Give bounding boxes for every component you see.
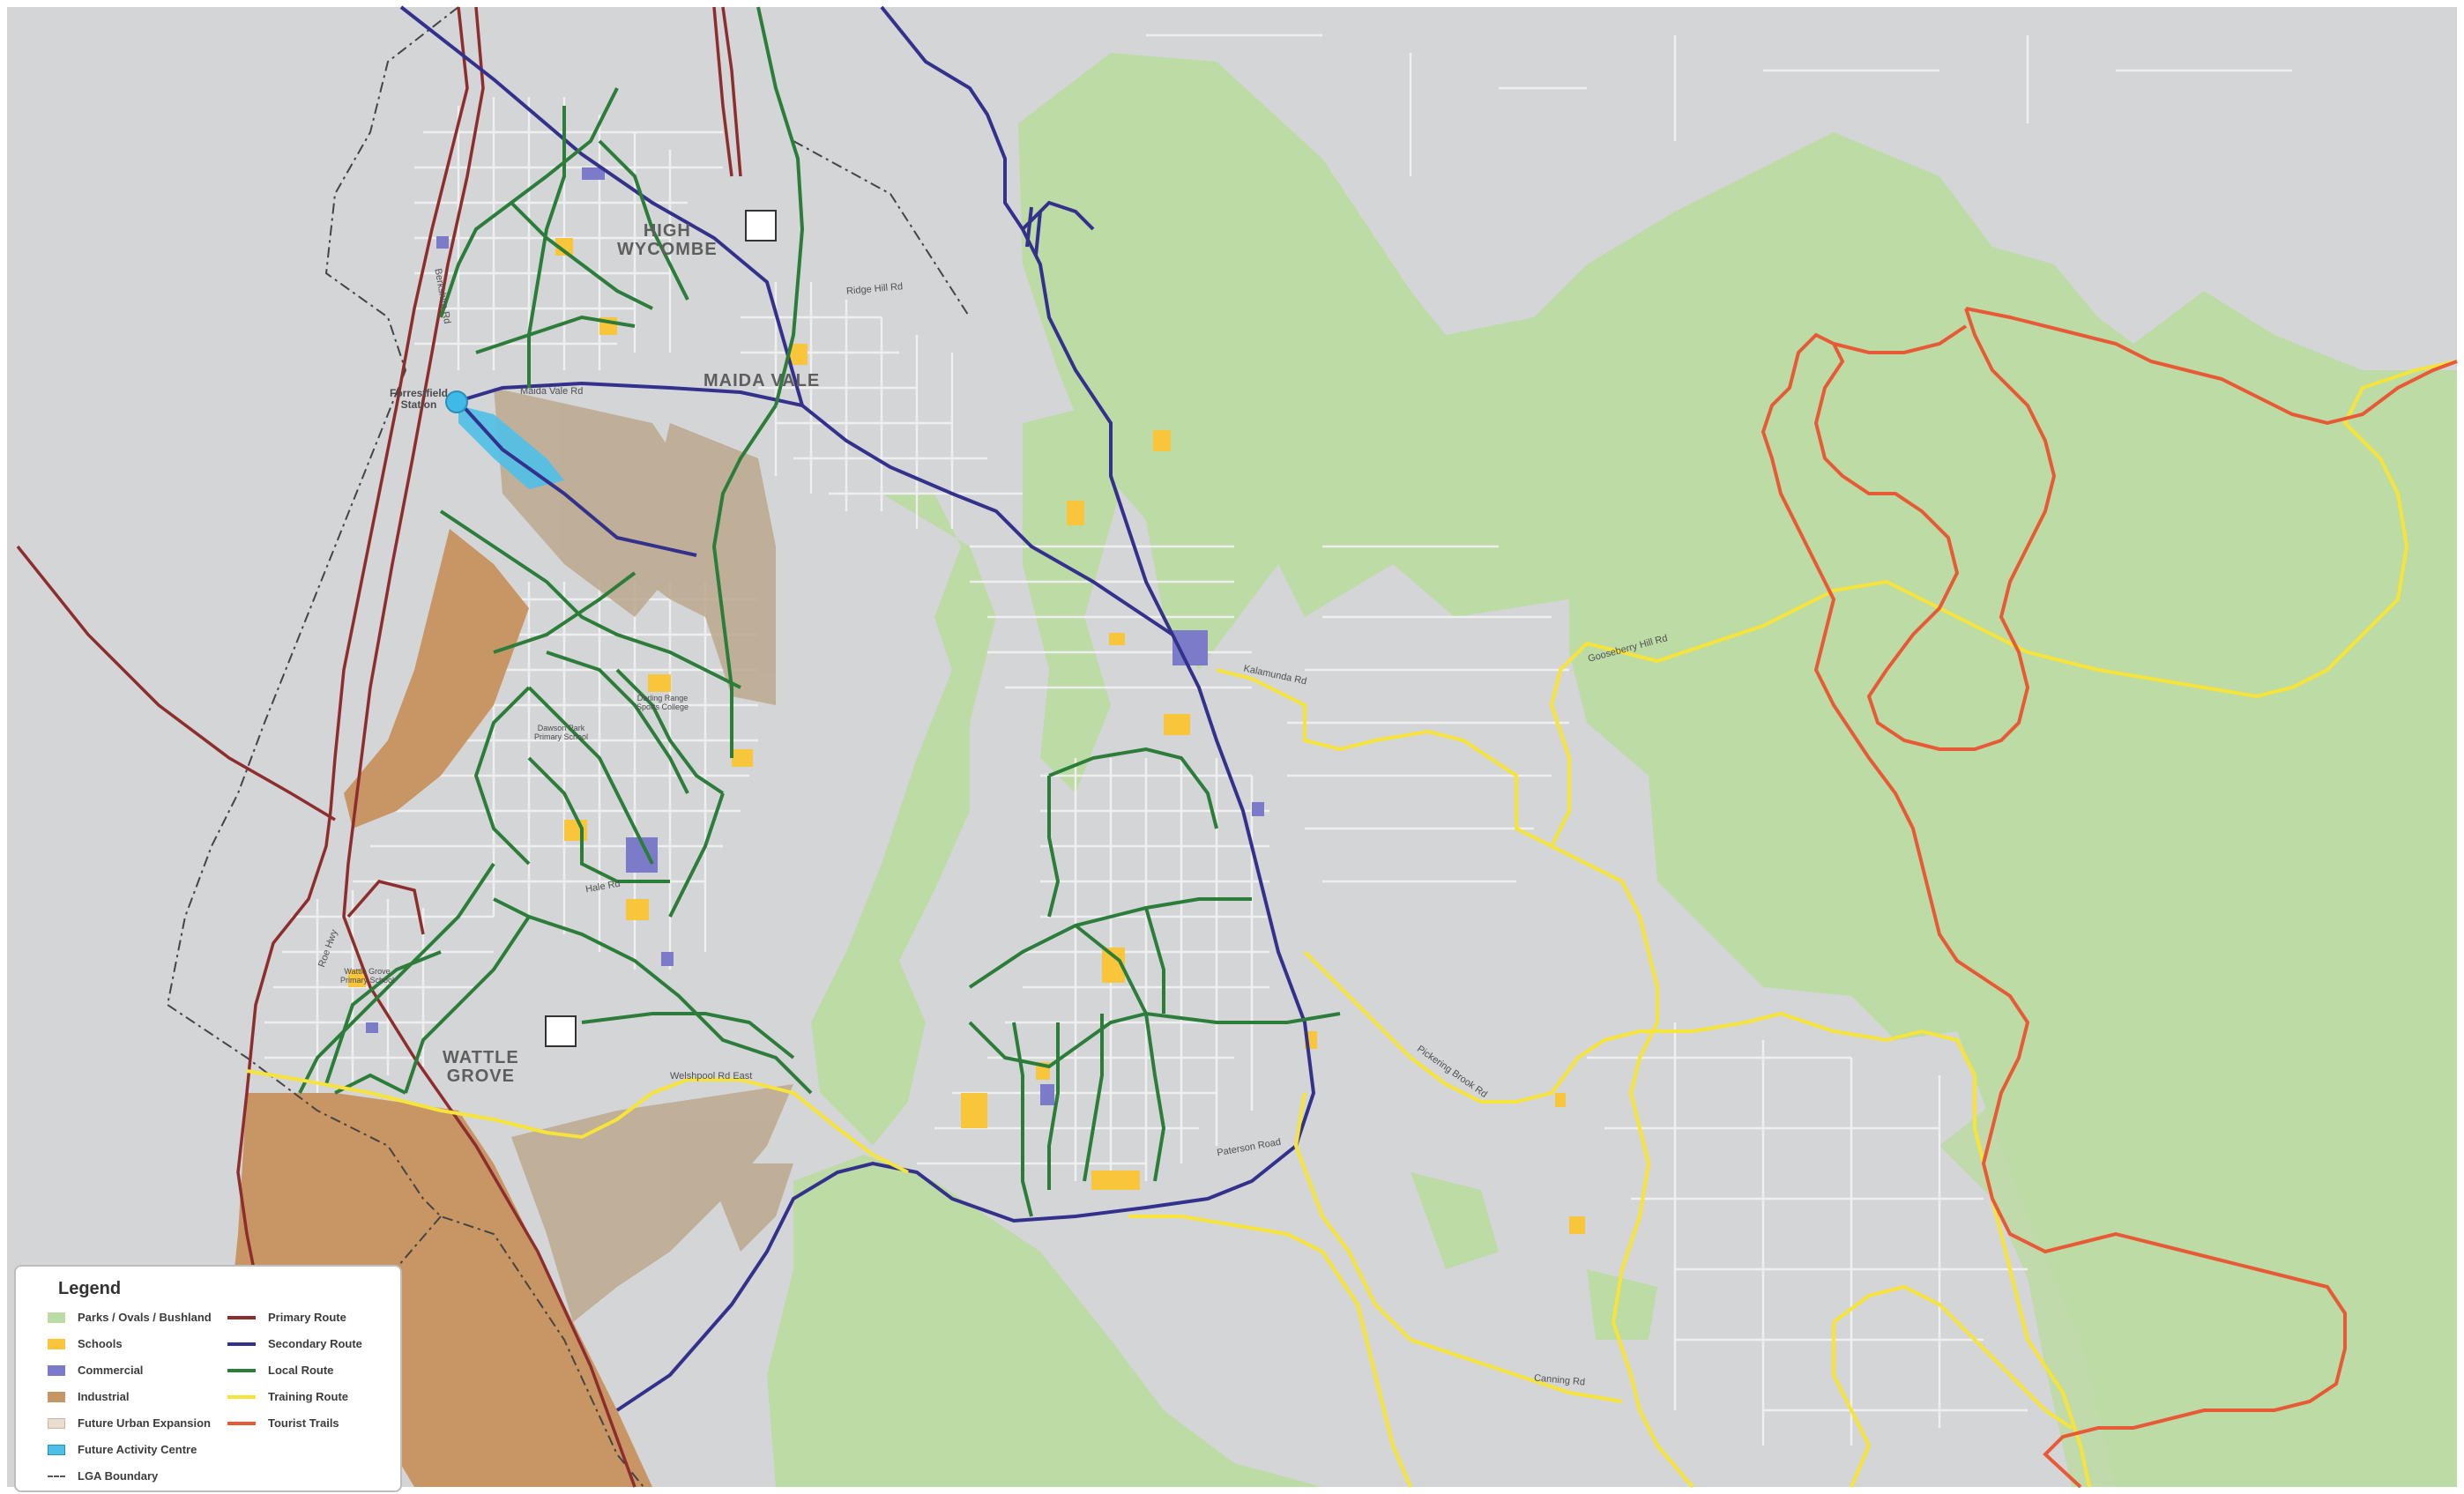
legend-label: Local Route [268, 1364, 334, 1377]
tourist-trails [1761, 307, 2458, 1489]
commercial-swatch [48, 1364, 65, 1376]
future-urban-swatch [48, 1417, 65, 1429]
legend-label: Tourist Trails [268, 1416, 339, 1430]
legend-label: LGA Boundary [78, 1469, 159, 1483]
road-label: Maida Vale Rd [520, 386, 584, 397]
legend-item-primary-route: Primary Route [227, 1311, 346, 1324]
schools-swatch [48, 1338, 65, 1349]
local-route-swatch [227, 1368, 256, 1372]
future-activity-centre [458, 405, 564, 489]
place-label-wattle-grove: WATTLE GROVE [443, 1048, 519, 1086]
local-routes [298, 6, 1341, 1217]
school-label-wattle-grove: Wattle Grove Primary School [340, 967, 395, 985]
place-label-high-wycombe: HIGH WYCOMBE [617, 221, 718, 259]
parks-swatch [48, 1312, 65, 1323]
legend-label: Training Route [268, 1390, 348, 1403]
street-network [264, 33, 2292, 1446]
training-route-swatch [227, 1394, 256, 1399]
school-sites [348, 238, 1585, 1234]
legend-item-commercial: Commercial [48, 1364, 143, 1377]
legend-item-parks: Parks / Ovals / Bushland [48, 1311, 212, 1324]
future-urban-expansion-areas [494, 388, 793, 1322]
golf-course-icon-south [545, 1015, 577, 1047]
training-routes [246, 360, 2458, 1489]
legend-label: Schools [78, 1337, 123, 1350]
future-activity-swatch [48, 1444, 65, 1455]
legend-item-local-route: Local Route [227, 1364, 333, 1377]
legend-label: Commercial [78, 1364, 144, 1377]
golf-course-icon-north [745, 210, 777, 242]
industrial-areas [229, 529, 652, 1487]
station-marker-icon [445, 390, 468, 413]
legend-item-lga: LGA Boundary [48, 1469, 158, 1483]
tourist-trails-swatch [227, 1421, 256, 1425]
legend-label: Secondary Route [268, 1337, 362, 1350]
legend-item-industrial: Industrial [48, 1390, 130, 1403]
legend-item-training-route: Training Route [227, 1390, 348, 1403]
legend-label: Parks / Ovals / Bushland [78, 1311, 212, 1324]
legend-item-secondary-route: Secondary Route [227, 1337, 362, 1350]
industrial-swatch [48, 1391, 65, 1402]
legend-label: Primary Route [268, 1311, 346, 1324]
secondary-routes [399, 5, 1316, 1412]
primary-routes [16, 6, 742, 1488]
lga-swatch [48, 1475, 65, 1477]
primary-route-swatch [227, 1315, 256, 1319]
school-label-dawson-park: Dawson Park Primary School [534, 724, 589, 741]
place-label-forrestfield-station: Forrestfield Station [390, 387, 449, 412]
map-legend: Legend Parks / Ovals / Bushland Schools … [14, 1265, 402, 1492]
legend-title: Legend [58, 1279, 122, 1298]
road-label: Welshpool Rd East [670, 1071, 753, 1081]
school-label-darling-range: Darling Range Sports College [636, 694, 689, 711]
legend-label: Industrial [78, 1390, 130, 1403]
legend-item-future-urban: Future Urban Expansion [48, 1416, 211, 1430]
legend-label: Future Activity Centre [78, 1443, 197, 1456]
legend-item-future-activity: Future Activity Centre [48, 1443, 197, 1456]
secondary-route-swatch [227, 1342, 256, 1346]
legend-label: Future Urban Expansion [78, 1416, 211, 1430]
legend-item-tourist-trails: Tourist Trails [227, 1416, 339, 1430]
legend-item-schools: Schools [48, 1337, 123, 1350]
place-label-maida-vale: MAIDA VALE [703, 371, 821, 390]
